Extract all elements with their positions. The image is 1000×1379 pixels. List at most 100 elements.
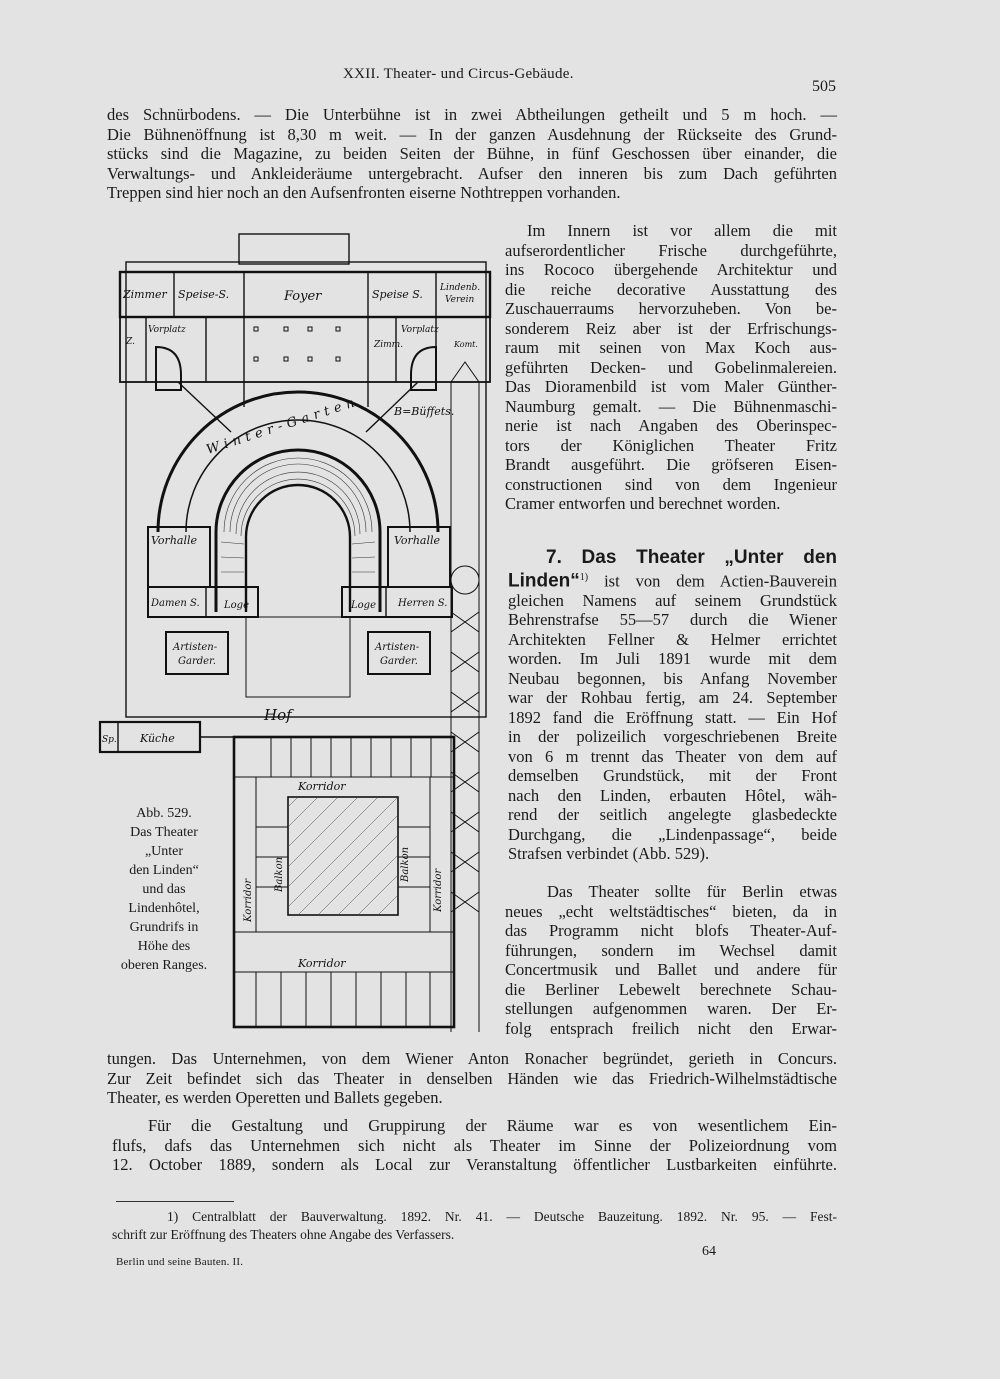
text-line: stellungen aufgenommen waren. Der Er- bbox=[505, 999, 837, 1018]
footnote-line: 1) Centralblatt der Bauverwaltung. 1892.… bbox=[167, 1209, 837, 1224]
label-foyer: Foyer bbox=[283, 289, 322, 304]
stage-projection bbox=[238, 233, 350, 265]
label-kueche: Küche bbox=[139, 732, 175, 745]
caption-line: Das Theater bbox=[130, 825, 198, 840]
text-line: Concertmusik und Ballet und andere für bbox=[505, 960, 837, 979]
text-line: sonderem Reiz aber ist der Erfrischungs- bbox=[505, 318, 837, 338]
caption-line: und das bbox=[142, 882, 186, 897]
text-line: neues „echt weltstädtisches“ bieten, da … bbox=[505, 901, 837, 921]
label-damen: Damen S. bbox=[150, 598, 200, 609]
caption-line: Grundrifs in bbox=[129, 920, 199, 935]
label-speise-right: Speise S. bbox=[372, 288, 423, 301]
page-number: 505 bbox=[812, 78, 836, 95]
label-sp: Sp. bbox=[102, 735, 117, 745]
caption-line: „Unter bbox=[144, 844, 184, 859]
auditorium-inner bbox=[244, 483, 352, 612]
text-line: aufserordentlicher Frische durchgeführte… bbox=[505, 240, 837, 260]
text-line: raum mit seinen von Max Koch aus- bbox=[505, 338, 837, 357]
text-line: Das Dioramenbild ist vom Maler Günther- bbox=[505, 377, 837, 396]
label-artisten-left: Artisten- bbox=[172, 642, 218, 653]
label-balkon-right: Balkon bbox=[400, 847, 411, 883]
label-lindenb: Lindenb. bbox=[439, 283, 480, 293]
label-artisten-right: Artisten- bbox=[374, 642, 420, 653]
label-verein: Verein bbox=[445, 295, 475, 305]
hotel-outline bbox=[232, 735, 456, 1029]
label-garder-left: Garder. bbox=[178, 656, 216, 667]
label-vorhalle-left: Vorhalle bbox=[151, 534, 197, 547]
paragraph-interior: Im Innern ist vor allem die mit aufseror… bbox=[505, 221, 837, 514]
label-balkon-left: Balkon bbox=[274, 857, 285, 893]
text-line: Durchgang, die „Lindenpassage“, beide bbox=[508, 824, 837, 844]
text-line: 1892 fand die Eröffnung statt. — Ein Hof bbox=[508, 707, 837, 727]
label-loge-left: Loge bbox=[223, 600, 249, 611]
text-line: ist von dem Actien-Bauverein bbox=[588, 571, 837, 590]
text-line: demselben Grundstück, mit der Front bbox=[508, 766, 837, 785]
label-komt: Komt. bbox=[453, 340, 478, 349]
text-line: Architekten Fellner & Helmer errichtet bbox=[508, 629, 837, 649]
text-line: stücks sind die Magazine, zu beiden Seit… bbox=[107, 144, 837, 163]
text-line: tungen. Das Unternehmen, von dem Wiener … bbox=[107, 1049, 837, 1068]
label-zimmer: Zimmer bbox=[122, 288, 168, 301]
label-loge-right: Loge bbox=[350, 600, 376, 611]
text-line: Zur Zeit befindet sich das Theater in de… bbox=[107, 1068, 837, 1088]
winter-garden-ring-outer bbox=[156, 390, 440, 533]
caption-line: Abb. 529. bbox=[136, 806, 192, 821]
figure-caption: Abb. 529. Das Theater „Unter den Linden“… bbox=[108, 804, 220, 975]
label-korridor-right: Korridor bbox=[433, 868, 444, 913]
label-hof: Hof bbox=[263, 706, 294, 724]
footnote-divider bbox=[116, 1201, 234, 1202]
text-line: Für die Gestaltung und Gruppirung der Rä… bbox=[148, 1116, 837, 1135]
caption-line: oberen Ranges. bbox=[120, 958, 208, 973]
label-speise-left: Speise-S. bbox=[178, 288, 229, 301]
text-line: nach den Linden, erbauten Hôtel, wäh- bbox=[508, 785, 837, 805]
paragraph-programme: Das Theater sollte für Berlin etwas neue… bbox=[505, 882, 837, 1038]
label-z: Z. bbox=[125, 337, 135, 347]
label-korridor-top: Korridor bbox=[297, 780, 346, 793]
signature-mark: 64 bbox=[702, 1244, 716, 1259]
text-line: Cramer entworfen und berechnet worden. bbox=[505, 494, 781, 513]
paragraph-intro: des Schnürbodens. — Die Unterbühne ist i… bbox=[107, 105, 837, 203]
text-line: gleichen Namens auf seinem Grundstück bbox=[508, 590, 837, 610]
text-line: flufs, dafs das Unternehmen sich nicht a… bbox=[112, 1135, 837, 1155]
label-korridor-left: Korridor bbox=[243, 878, 254, 923]
text-line: worden. Im Juli 1891 wurde mit dem bbox=[508, 649, 837, 668]
text-line: folg entsprach freilich nicht den Erwar- bbox=[505, 1018, 837, 1038]
theater-outline bbox=[125, 261, 487, 718]
text-line: die reiche decorative Ausstattung des bbox=[505, 279, 837, 299]
text-line: nerie ist nach Angaben des Oberinspec- bbox=[505, 416, 837, 435]
footnote-line: schrift zur Eröffnung des Theaters ohne … bbox=[112, 1227, 455, 1242]
label-garder-right: Garder. bbox=[380, 656, 418, 667]
label-korridor-bottom: Korridor bbox=[297, 957, 346, 970]
text-line: Strafsen verbindet (Abb. 529). bbox=[508, 844, 710, 863]
section-heading-continued: Linden“ bbox=[508, 570, 580, 591]
paragraph-continuation: tungen. Das Unternehmen, von dem Wiener … bbox=[107, 1049, 837, 1108]
text-line: Brandt ausgeführt. Die gröfseren Eisen- bbox=[505, 455, 837, 474]
text-line: war der Rohbau fertig, am 24. September bbox=[508, 688, 837, 707]
label-vorhalle-right: Vorhalle bbox=[394, 534, 440, 547]
section-heading: 7. Das Theater „Unter den bbox=[546, 547, 837, 568]
text-line: das Programm nicht blofs Theater-Auf- bbox=[505, 921, 837, 940]
caption-line: Höhe des bbox=[137, 939, 191, 954]
floor-plan-drawing: Zimmer Speise-S. Foyer Speise S. Lindenb… bbox=[98, 233, 492, 1032]
auditorium-outer bbox=[214, 448, 382, 612]
text-line: Treppen sind hier noch an den Aufsenfron… bbox=[107, 183, 621, 202]
text-line: von 6 m trennt das Theater von dem auf bbox=[508, 746, 837, 766]
book-title-line: Berlin und seine Bauten. II. bbox=[116, 1256, 244, 1268]
text-line: führungen, sondern im Wechsel damit bbox=[505, 940, 837, 960]
text-line: Im Innern ist vor allem die mit bbox=[527, 221, 837, 240]
label-herren: Herren S. bbox=[397, 598, 447, 609]
text-line: Das Theater sollte für Berlin etwas bbox=[547, 882, 837, 901]
text-line: constructionen sind von dem Ingenieur bbox=[505, 474, 837, 494]
text-line: Die Bühnenöffnung ist 8,30 m weit. — In … bbox=[107, 124, 837, 144]
text-line: rend der seitlich angelegte glasbedeckte bbox=[508, 805, 837, 824]
label-vorplatz-left: Vorplatz bbox=[148, 325, 186, 335]
label-winter-garten: Winter-Garten bbox=[205, 394, 362, 458]
caption-line: Lindenhôtel, bbox=[128, 901, 200, 916]
paragraph-arrangement: Für die Gestaltung und Gruppirung der Rä… bbox=[112, 1116, 837, 1175]
label-zimm: Zimm. bbox=[373, 340, 403, 350]
paragraph-section-7: 7. Das Theater „Unter den Linden“1) ist … bbox=[508, 548, 837, 864]
text-line: ins Rococo übergehende Architektur und bbox=[505, 260, 837, 279]
label-vorplatz-right: Vorplatz bbox=[401, 325, 439, 335]
text-line: Zuschauerraums hervorzuheben. Von be- bbox=[505, 299, 837, 318]
